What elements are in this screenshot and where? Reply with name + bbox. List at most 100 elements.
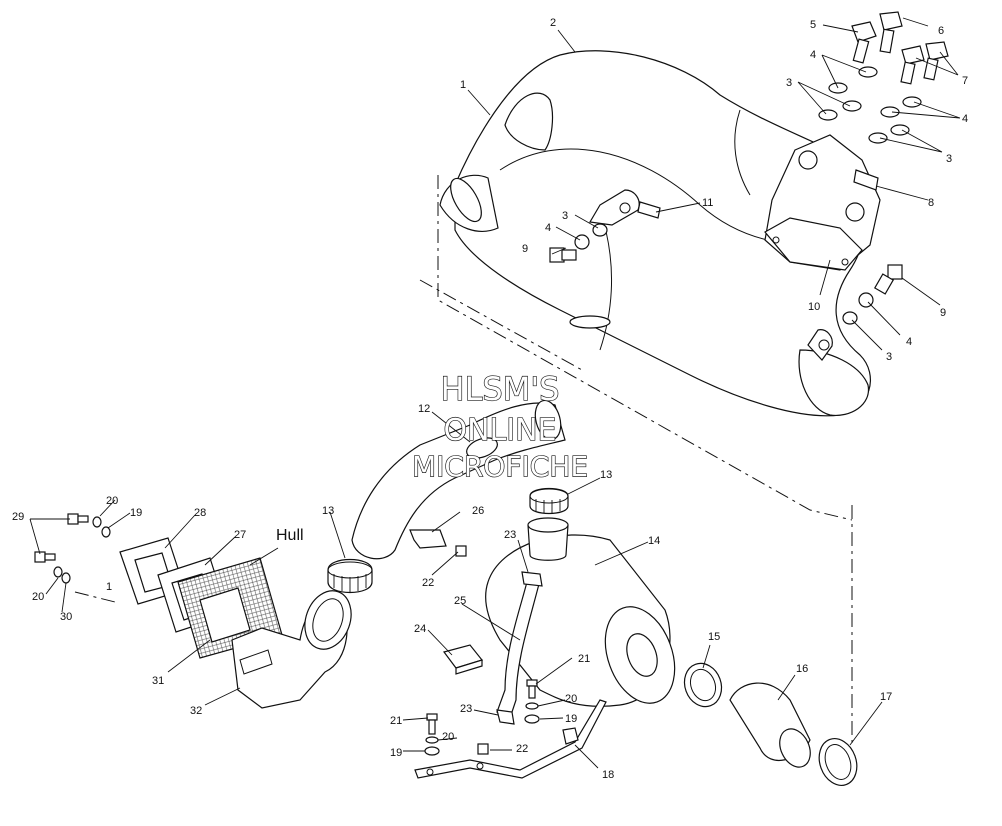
exhaust-bracket-11 <box>589 189 640 226</box>
hull-screws-29 <box>34 513 89 563</box>
washer-30-hull <box>61 572 71 584</box>
washer-4-left <box>574 234 590 250</box>
bolt-5 <box>851 21 877 64</box>
bolt-9-left <box>549 247 577 263</box>
washer-3-left <box>592 223 608 237</box>
callout-4: 4 <box>545 222 551 234</box>
callout-22: 22 <box>516 743 528 755</box>
callout-23: 23 <box>460 703 472 715</box>
callout-7: 7 <box>962 75 968 87</box>
callout-32: 32 <box>190 705 202 717</box>
exhaust-hose-12 <box>351 399 566 560</box>
hose-body <box>351 402 566 560</box>
callout-16: 16 <box>796 663 808 675</box>
callout-14: 14 <box>648 535 660 547</box>
outlet-hose-16 <box>729 682 811 768</box>
exhaust-outlet-opening <box>569 315 611 329</box>
stud-11 <box>637 201 661 219</box>
hose-clamp-12 <box>466 437 498 459</box>
callout-9: 9 <box>522 243 528 255</box>
callout-1: 1 <box>106 581 112 593</box>
callout-3: 3 <box>886 351 892 363</box>
exhaust-bracket-hole <box>619 202 631 214</box>
callout-22: 22 <box>422 577 434 589</box>
washer-3-c <box>868 132 888 144</box>
manifold-port-1 <box>798 150 818 170</box>
callout-20: 20 <box>106 495 118 507</box>
callout-19: 19 <box>130 507 142 519</box>
clamp-13-left <box>327 559 373 593</box>
callout-18: 18 <box>602 769 614 781</box>
hose-end <box>534 399 562 441</box>
watermark: HLSM'S ONLINE MICROFICHE <box>411 369 588 483</box>
clamp-17 <box>818 738 858 786</box>
callout-3: 3 <box>562 210 568 222</box>
callout-23: 23 <box>504 529 516 541</box>
manifold-bolt-hole-1 <box>772 236 780 244</box>
leader-lines <box>29 17 961 769</box>
washer-19-hull <box>101 526 111 538</box>
bolt-9-right <box>873 264 903 295</box>
callout-19: 19 <box>565 713 577 725</box>
callout-27: 27 <box>234 529 246 541</box>
bolt-21-left <box>426 713 438 735</box>
muffler-14 <box>485 517 676 725</box>
callout-31: 31 <box>152 675 164 687</box>
exhaust-inlet-opening <box>450 177 482 223</box>
callout-9: 9 <box>940 307 946 319</box>
callout-13: 13 <box>322 505 334 517</box>
callout-4: 4 <box>810 49 816 61</box>
callout-21: 21 <box>578 653 590 665</box>
manifold-flange <box>764 217 863 271</box>
callout-labels: 1 2 3 3 3 3 4 4 4 4 5 6 7 8 9 9 10 11 12… <box>12 17 968 781</box>
strap-25 <box>496 577 541 719</box>
washer-20-left <box>425 736 439 744</box>
pad-24 <box>442 644 484 675</box>
callout-26: 26 <box>472 505 484 517</box>
muffler-inlet-opening <box>527 517 569 533</box>
exhaust-pipe-flap <box>504 92 554 151</box>
callout-24: 24 <box>414 623 426 635</box>
washer-20-hull-top <box>92 516 102 528</box>
callout-3: 3 <box>946 153 952 165</box>
watermark-line-3: MICROFICHE <box>412 450 588 483</box>
muffler-outlet <box>626 633 658 677</box>
callout-29: 29 <box>12 511 24 523</box>
callout-8: 8 <box>928 197 934 209</box>
plug-22-lower <box>477 743 489 755</box>
washer-19-left <box>424 746 440 756</box>
exhaust-mount-tab <box>807 329 833 361</box>
stud-8 <box>853 169 879 191</box>
strap-clip-23-top <box>521 571 543 587</box>
callout-11: 11 <box>702 197 713 209</box>
callout-30: 30 <box>60 611 72 623</box>
callout-19: 19 <box>390 747 402 759</box>
callout-20: 20 <box>565 693 577 705</box>
callout-3: 3 <box>786 77 792 89</box>
hull-elbow-32 <box>231 590 352 709</box>
callout-12: 12 <box>418 403 430 415</box>
manifold-bolt-hole-2 <box>841 258 849 266</box>
washer-20-right <box>525 702 539 710</box>
watermark-line-2: ONLINE <box>443 413 556 448</box>
washer-3-right <box>842 311 858 325</box>
manifold-port-2 <box>845 202 865 222</box>
callout-20: 20 <box>442 731 454 743</box>
washer-4-d <box>902 96 922 108</box>
washer-20-hull-bottom <box>53 566 63 578</box>
callout-5: 5 <box>810 19 816 31</box>
exhaust-tip <box>798 349 870 417</box>
watermark-line-1: HLSM'S <box>441 370 560 408</box>
center-lines <box>74 175 853 745</box>
clamp-15 <box>683 662 723 708</box>
callout-15: 15 <box>708 631 720 643</box>
callout-17: 17 <box>880 691 892 703</box>
exhaust-pipe-cone-2 <box>734 109 751 196</box>
exhaust-manifold-10 <box>764 134 881 271</box>
callout-28: 28 <box>194 507 206 519</box>
hull-label: Hull <box>276 527 304 544</box>
washer-19-right <box>524 714 540 724</box>
washer-4-b <box>858 66 878 78</box>
bracket-26 <box>409 529 447 549</box>
